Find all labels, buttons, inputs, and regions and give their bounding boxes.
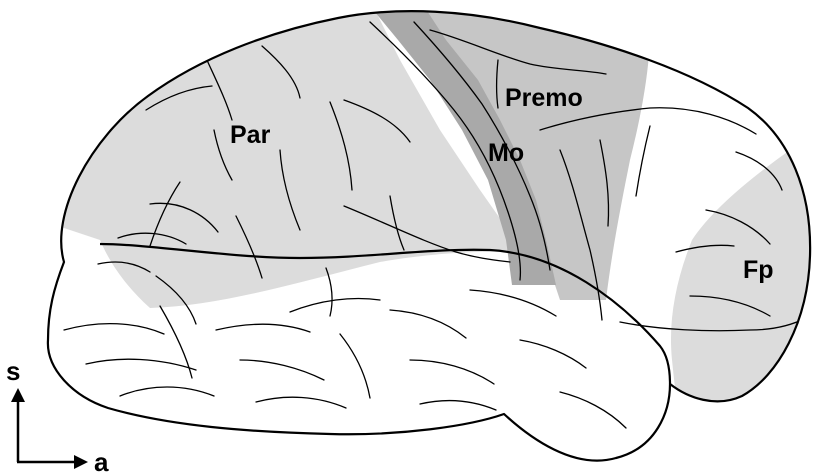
frontal-pole-label: Fp (743, 256, 774, 284)
superior-label: s (6, 356, 20, 386)
motor-label: Mo (488, 139, 524, 167)
superior-arrow-head (11, 388, 25, 402)
anterior-arrow-head (74, 455, 88, 469)
parietal-label: Par (230, 121, 271, 149)
premotor-label: Premo (505, 84, 583, 112)
anterior-label: a (94, 447, 109, 475)
